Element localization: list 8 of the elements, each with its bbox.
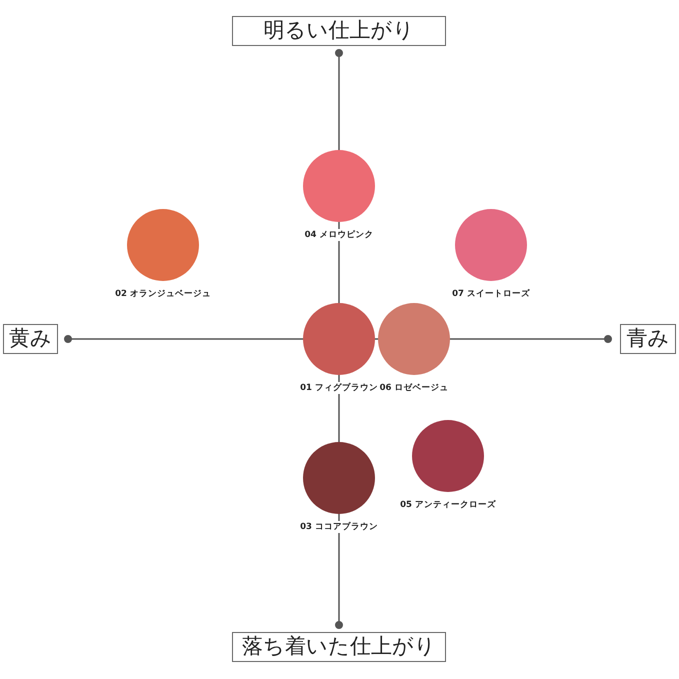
axis-label: 落ち着いた仕上がり	[232, 632, 446, 662]
swatch-caption: 01 フィグブラウン	[298, 382, 380, 394]
swatch-caption: 07 スイートローズ	[450, 288, 532, 300]
axis-label: 明るい仕上がり	[232, 16, 446, 46]
swatch-caption: 03 ココアブラウン	[298, 521, 380, 533]
axis-label: 青み	[620, 324, 676, 354]
swatch-caption: 05 アンティークローズ	[398, 499, 498, 511]
axis-label: 黄み	[3, 324, 58, 354]
